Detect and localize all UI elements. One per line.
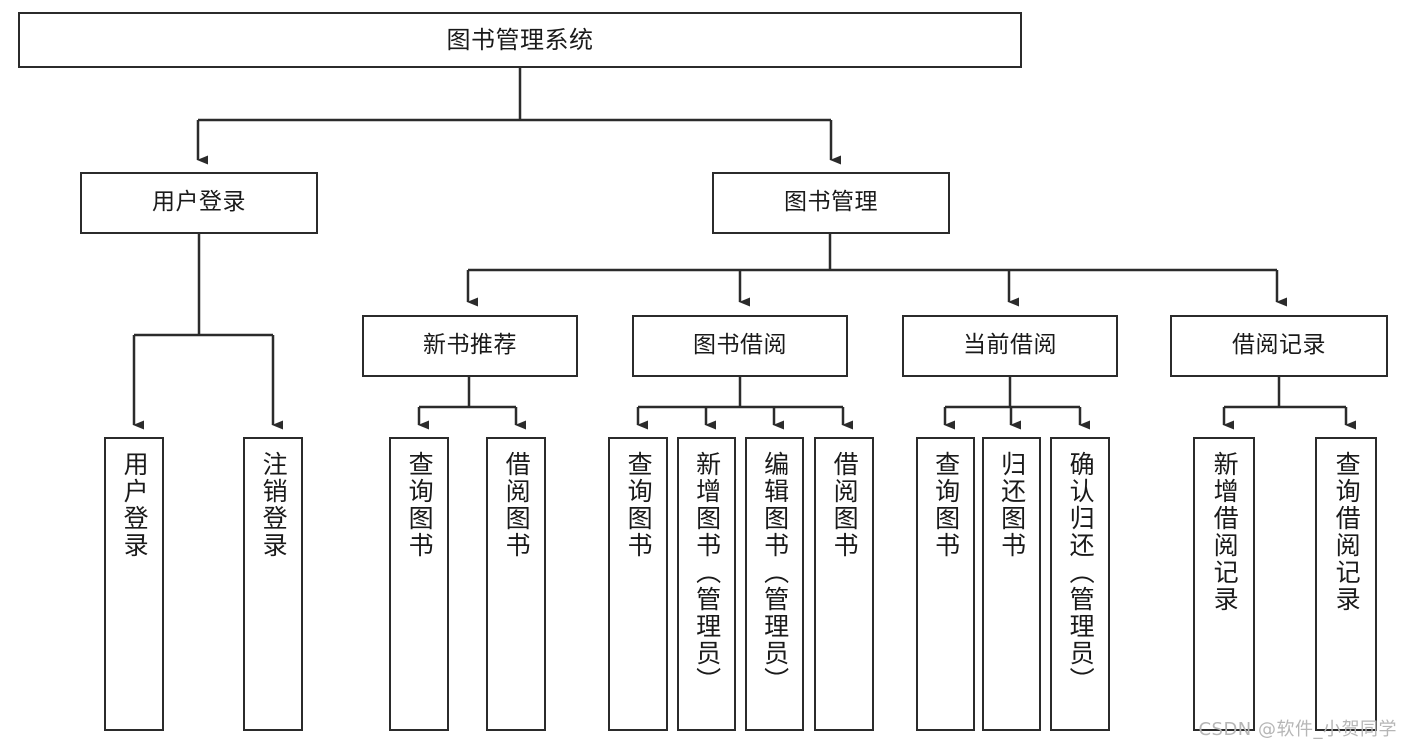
leaf-user-login-label: 用户登录 (120, 451, 150, 559)
leaf-confirm-return[interactable]: 确认归还（管理员） (1050, 437, 1110, 731)
node-current-borrow-label: 当前借阅 (963, 332, 1057, 359)
leaf-logout-label: 注销登录 (259, 451, 289, 559)
leaf-add-record[interactable]: 新增借阅记录 (1193, 437, 1255, 731)
leaf-confirm-return-label: 确认归还（管理员） (1066, 451, 1096, 694)
node-new-book-rec-label: 新书推荐 (423, 332, 517, 359)
node-root[interactable]: 图书管理系统 (18, 12, 1022, 68)
leaf-borrow-book-1-label: 借阅图书 (502, 451, 532, 559)
leaf-user-login[interactable]: 用户登录 (104, 437, 164, 731)
node-root-label: 图书管理系统 (446, 25, 594, 54)
node-book-borrow-label: 图书借阅 (693, 332, 787, 359)
leaf-query-book-1[interactable]: 查询图书 (389, 437, 449, 731)
node-user-login[interactable]: 用户登录 (80, 172, 318, 234)
leaf-query-record[interactable]: 查询借阅记录 (1315, 437, 1377, 731)
node-book-manage[interactable]: 图书管理 (712, 172, 950, 234)
node-user-login-label: 用户登录 (152, 189, 246, 216)
node-current-borrow[interactable]: 当前借阅 (902, 315, 1118, 377)
leaf-borrow-book-2[interactable]: 借阅图书 (814, 437, 874, 731)
node-borrow-record-label: 借阅记录 (1232, 332, 1326, 359)
watermark: CSDN @软件_小贺同学 (1198, 719, 1397, 740)
leaf-borrow-book-2-label: 借阅图书 (830, 451, 860, 559)
leaf-add-book-label: 新增图书（管理员） (692, 451, 722, 694)
leaf-return-book-label: 归还图书 (997, 451, 1027, 559)
leaf-query-record-label: 查询借阅记录 (1332, 451, 1362, 613)
leaf-query-book-3-label: 查询图书 (931, 451, 961, 559)
leaf-add-book[interactable]: 新增图书（管理员） (677, 437, 736, 731)
node-new-book-rec[interactable]: 新书推荐 (362, 315, 578, 377)
node-book-manage-label: 图书管理 (784, 189, 878, 216)
node-book-borrow[interactable]: 图书借阅 (632, 315, 848, 377)
leaf-query-book-2-label: 查询图书 (624, 451, 654, 559)
leaf-return-book[interactable]: 归还图书 (982, 437, 1041, 731)
leaf-add-record-label: 新增借阅记录 (1210, 451, 1240, 613)
leaf-query-book-3[interactable]: 查询图书 (916, 437, 975, 731)
leaf-logout[interactable]: 注销登录 (243, 437, 303, 731)
leaf-query-book-1-label: 查询图书 (405, 451, 435, 559)
leaf-query-book-2[interactable]: 查询图书 (608, 437, 668, 731)
node-borrow-record[interactable]: 借阅记录 (1170, 315, 1388, 377)
leaf-edit-book-label: 编辑图书（管理员） (760, 451, 790, 694)
leaf-borrow-book-1[interactable]: 借阅图书 (486, 437, 546, 731)
leaf-edit-book[interactable]: 编辑图书（管理员） (745, 437, 804, 731)
